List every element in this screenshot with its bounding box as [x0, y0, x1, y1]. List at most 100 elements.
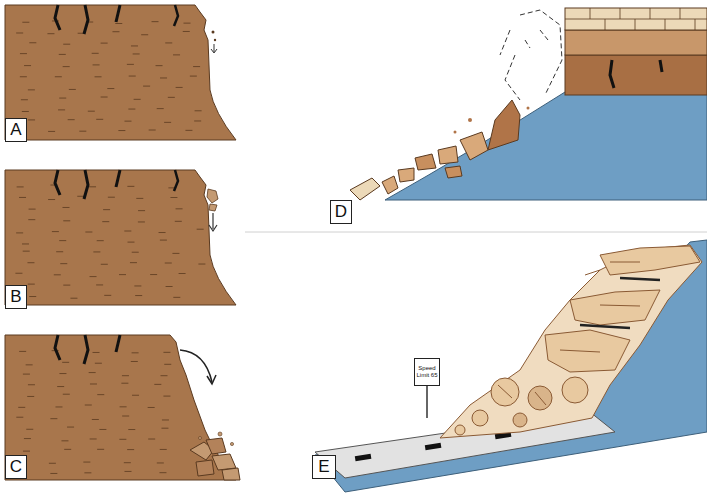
cliff-panel-a-shape-shape: [79, 131, 86, 132]
cliff-panel-b-shape-shape: [134, 285, 141, 286]
cliff-panel-a-shape-shape: [93, 64, 100, 65]
cliff-panel-b-shape-shape: [70, 298, 77, 299]
rockslide-panel-e-shape: [426, 386, 428, 418]
cliff-panel-b-shape: [209, 225, 217, 231]
cliff-panel-b-shape-shape: [60, 263, 67, 264]
cliff-panel-b-shape-shape: [172, 253, 179, 254]
cliff-panel-c-shape-shape: [49, 463, 56, 464]
cliff-panel-a-shape-shape: [160, 77, 167, 78]
cliff-panel-c-shape-shape: [26, 429, 33, 430]
cliff-panel-b-shape-shape: [150, 274, 157, 275]
rockfall-panel-d-shape: [565, 8, 707, 30]
cliff-panel-c-shape-shape: [154, 384, 161, 385]
cliff-panel-b-shape-shape: [17, 186, 24, 187]
rockslide-panel-e-shape: [440, 245, 702, 438]
rockfall-panel-d: [350, 8, 707, 200]
cliff-panel-a-shape-shape: [29, 42, 36, 43]
cliff-panel-c-shape-shape: [119, 439, 126, 440]
cliff-panel-c-shape-shape: [50, 473, 57, 474]
cliff-panel-c-shape: [196, 460, 214, 476]
cliff-panel-b-shape-shape: [54, 274, 61, 275]
cliff-panel-b-shape: [55, 170, 60, 195]
cliff-panel-c-shape-shape: [162, 419, 169, 420]
cliff-panel-a-shape-shape: [58, 109, 65, 110]
cliff-panel-c-shape-shape: [124, 462, 131, 463]
cliff-panel-a-shape-shape: [21, 99, 28, 100]
cliff-panel-b-shape: [174, 170, 178, 191]
cliff-panel-a-shape-shape: [165, 42, 172, 43]
cliff-panel-c-shape-shape: [27, 396, 34, 397]
rockfall-panel-d-shape: [527, 107, 530, 110]
cliff-panel-c-shape-shape: [159, 472, 166, 473]
cliff-panel-a-shape-shape: [68, 119, 75, 120]
cliff-panel-c-shape-shape: [50, 418, 57, 419]
cliff-panel-b-shape-shape: [16, 232, 23, 233]
cliff-panel-c-shape-shape: [23, 451, 30, 452]
rockfall-panel-d-shape: [565, 55, 707, 95]
cliff-panel-a-shape-shape: [149, 130, 156, 131]
cliff-panel-c-shape-shape: [89, 372, 96, 373]
rockfall-panel-d-shape: [454, 131, 457, 134]
cliff-panel-c: [5, 335, 240, 480]
cliff-panel-c-shape-shape: [120, 406, 127, 407]
cliff-panel-b-shape: [212, 213, 213, 229]
panel-divider: [245, 232, 707, 233]
cliff-panel-b-shape-shape: [27, 262, 34, 263]
cliff-panel-b-shape-shape: [29, 296, 36, 297]
cliff-panel-a-shape-shape: [112, 31, 119, 32]
rockfall-panel-d-shape: [398, 168, 414, 182]
cliff-panel-b-shape-shape: [179, 273, 186, 274]
rockslide-panel-e-shape: [455, 425, 465, 435]
cliff-panel-b-shape-shape: [15, 273, 22, 274]
cliff-panel-c-shape: [5, 335, 236, 480]
cliff-panel-c-shape-shape: [131, 361, 138, 362]
rockfall-panel-d-shape: [382, 176, 398, 194]
cliff-panel-c-shape-shape: [122, 416, 129, 417]
rockslide-panel-e-shape: [355, 454, 372, 461]
rockslide-panel-e-shape: [562, 377, 588, 403]
cliff-panel-a-shape: [116, 5, 120, 22]
cliff-panel-c-shape-shape: [148, 439, 155, 440]
rockslide-panel-e-shape: [560, 262, 640, 352]
cliff-panel-c-shape-shape: [97, 449, 104, 450]
cliff-panel-b-shape-shape: [159, 232, 166, 233]
rockfall-panel-d-shape: [415, 154, 436, 170]
rockfall-panel-d-shape: [445, 166, 462, 178]
panel-letter: B: [10, 287, 21, 307]
cliff-panel-a-shape-shape: [193, 66, 200, 67]
rockslide-panel-e-shape: [600, 246, 700, 275]
cliff-panel-b-shape-shape: [108, 197, 115, 198]
cliff-panel-a-shape-shape: [176, 87, 183, 88]
cliff-panel-a-shape-shape: [95, 76, 102, 77]
cliff-panel-a-shape-shape: [129, 76, 136, 77]
cliff-panel-a-shape: [55, 5, 60, 30]
cliff-panel-a-shape-shape: [88, 111, 95, 112]
cliff-panel-c-shape: [199, 437, 202, 440]
cliff-panel-b-shape-shape: [175, 221, 182, 222]
cliff-panel-c-shape: [206, 438, 226, 454]
cliff-panel-a-shape-shape: [48, 131, 55, 132]
cliff-panel-c-shape: [222, 468, 240, 480]
cliff-panel-b-shape-shape: [28, 219, 35, 220]
cliff-panel-c-shape-shape: [24, 438, 31, 439]
cliff-panel-a-shape-shape: [141, 34, 148, 35]
rockfall-panel-d-shape: [350, 178, 380, 200]
cliff-panel-b-shape: [207, 189, 218, 203]
cliff-panel-c-shape-shape: [18, 407, 25, 408]
cliff-panel-c-shape-shape: [161, 375, 168, 376]
cliff-panel-c-shape-shape: [90, 383, 97, 384]
rockfall-panel-d-shape: [438, 146, 458, 164]
cliff-panel-a-shape: [174, 5, 178, 26]
panel-letter: C: [10, 457, 22, 477]
rockslide-panel-e-shape: [513, 413, 527, 427]
rockslide-panel-e: [315, 240, 707, 492]
cliff-panel-c-shape-shape: [163, 396, 170, 397]
cliff-panel-a-shape-shape: [28, 119, 35, 120]
cliff-panel-c-shape-shape: [127, 449, 134, 450]
cliff-panel-a-shape: [214, 44, 215, 52]
cliff-panel-b-shape-shape: [52, 231, 59, 232]
cliff-panel-b-shape-shape: [166, 286, 173, 287]
cliff-panel-c-shape-shape: [16, 417, 23, 418]
rockslide-panel-e-shape: [580, 278, 660, 328]
cliff-panel-a-shape: [5, 5, 236, 140]
